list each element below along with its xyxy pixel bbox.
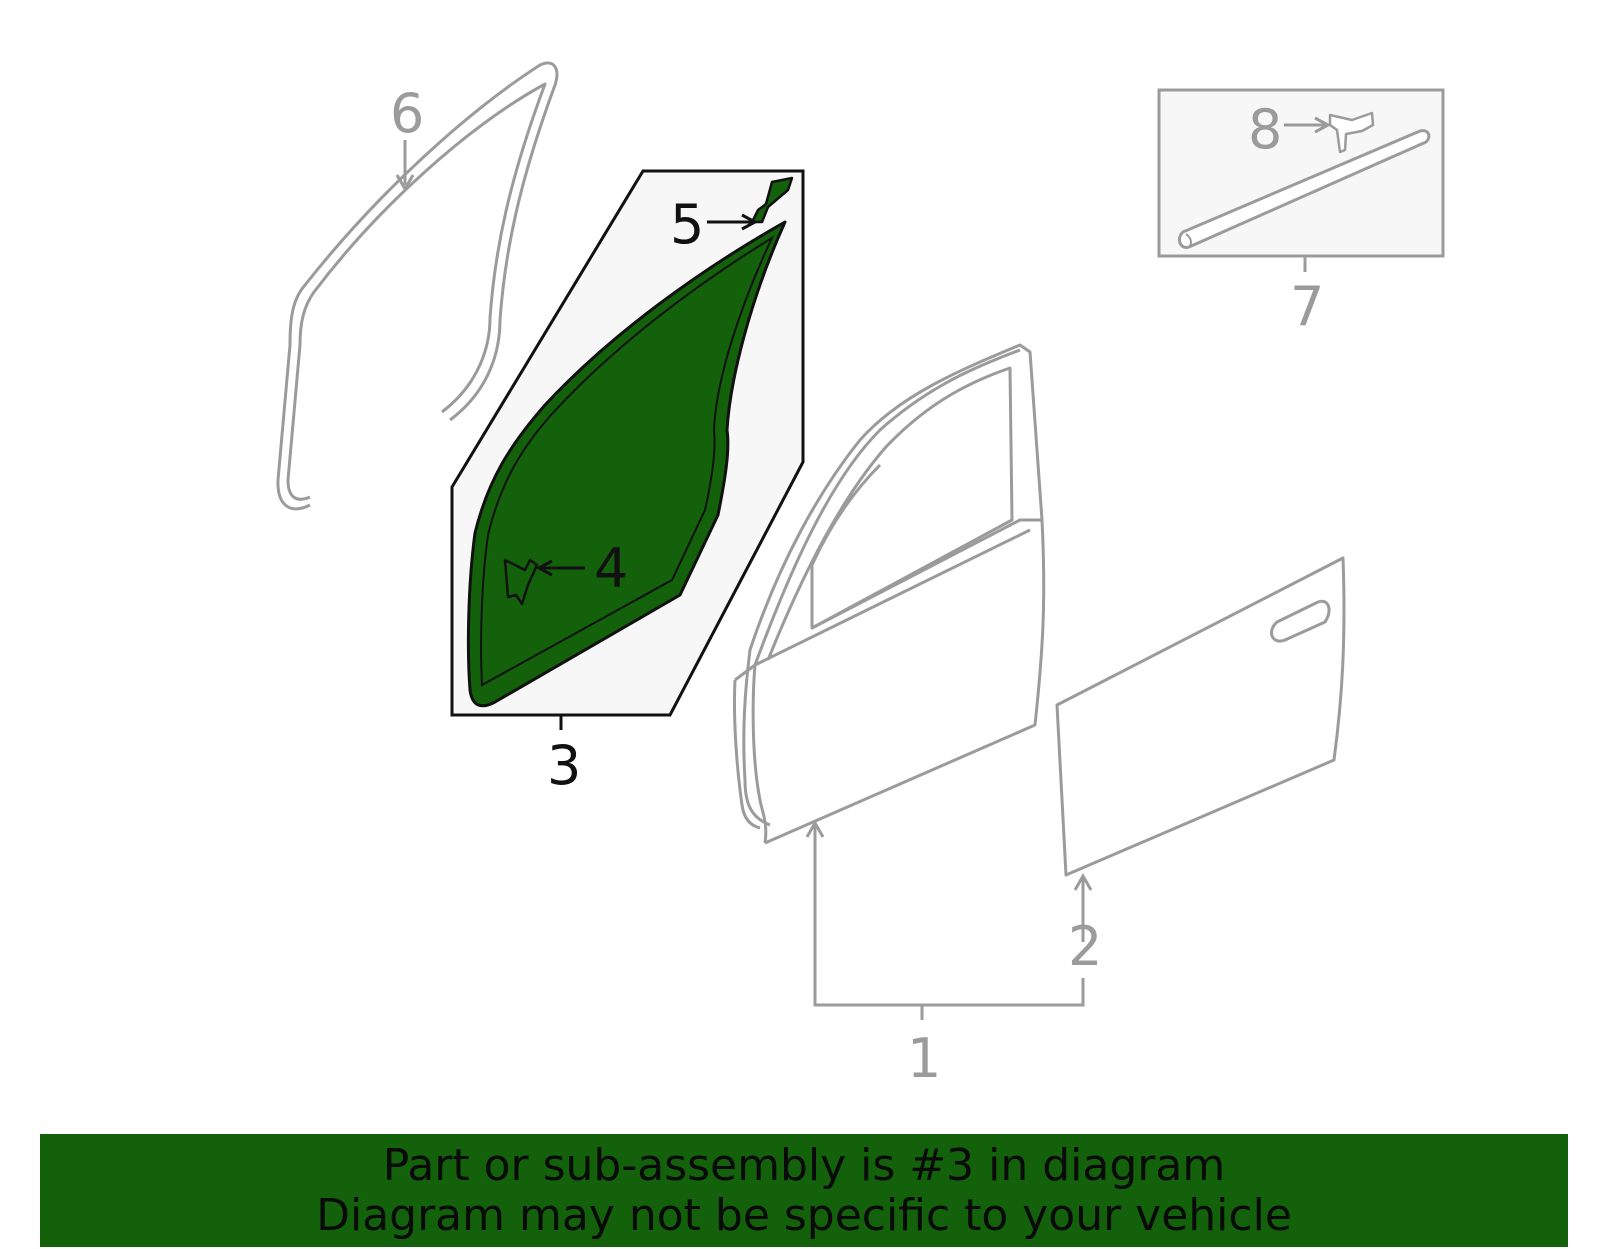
banner-line-part: Part or sub-assembly is #3 in diagram (382, 1139, 1226, 1191)
callout-arrow-6 (395, 140, 415, 193)
callout-8: 8 (1248, 98, 1282, 161)
callout-1: 1 (907, 1027, 941, 1090)
info-banner: Part or sub-assembly is #3 in diagram Di… (40, 1134, 1568, 1247)
banner-line-disclaimer: Diagram may not be specific to your vehi… (316, 1189, 1292, 1241)
callout-arrow-5 (707, 213, 759, 231)
part-7-moulding-box[interactable] (1157, 88, 1445, 258)
part-5-clip[interactable] (750, 176, 794, 224)
callout-5: 5 (670, 193, 704, 256)
callout-leader-1-2 (805, 819, 1093, 1020)
callout-2: 2 (1068, 915, 1102, 978)
part-8-clip[interactable] (1328, 111, 1375, 154)
callout-6: 6 (390, 82, 424, 145)
part-4-bracket[interactable] (503, 558, 539, 606)
door-handle-recess (1270, 599, 1331, 643)
part-2-outer-panel[interactable] (1055, 556, 1346, 877)
part-6-weatherstrip[interactable] (276, 61, 559, 511)
callout-7: 7 (1290, 275, 1324, 338)
part-3-panel[interactable] (450, 169, 805, 717)
part-7-moulding[interactable] (1177, 129, 1431, 249)
callout-3: 3 (547, 734, 581, 797)
part-1-door-shell[interactable] (732, 343, 1046, 845)
callout-arrow-4 (535, 559, 585, 577)
callout-4: 4 (594, 537, 628, 600)
callout-arrow-8 (1284, 116, 1332, 134)
